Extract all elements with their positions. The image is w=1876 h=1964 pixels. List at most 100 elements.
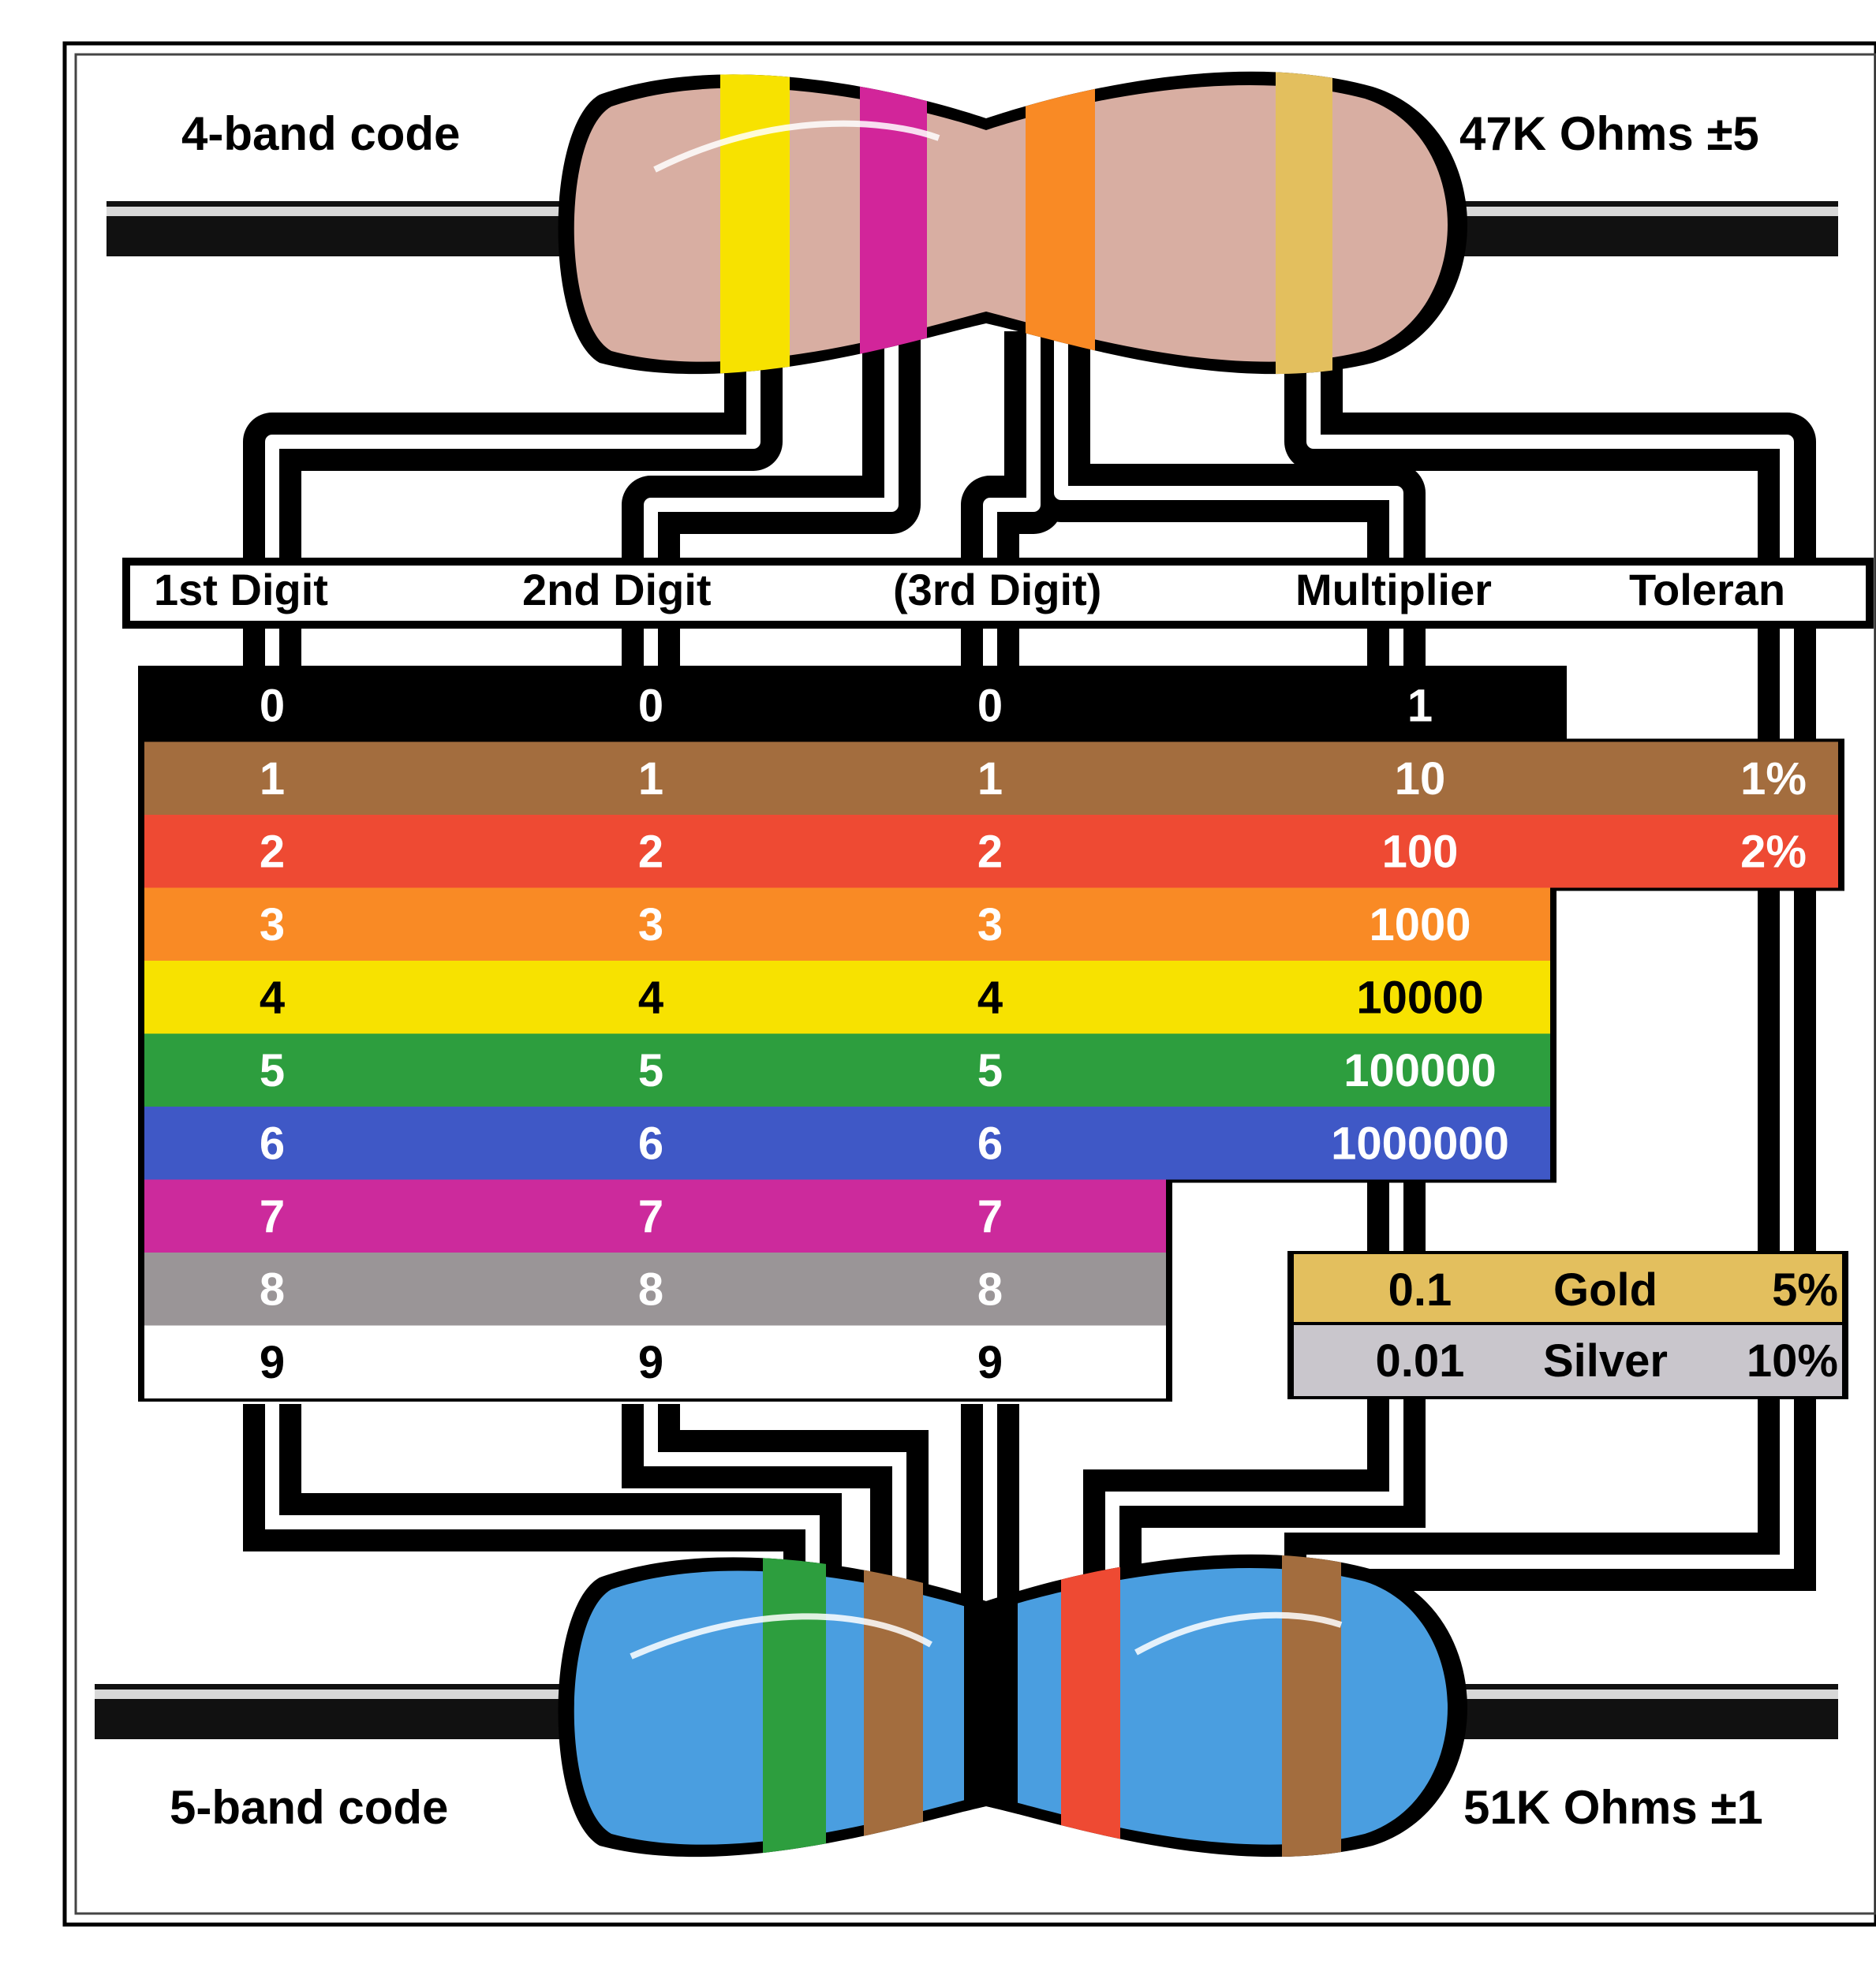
cell-digit1: 3 — [260, 899, 285, 950]
top-resistor-label: 4-band code — [181, 107, 460, 160]
row-band-violet — [144, 1179, 1166, 1253]
bottom-band-5 — [1282, 1554, 1341, 1858]
cell-digit3: 9 — [977, 1337, 1003, 1388]
inner-frame — [74, 53, 1876, 1915]
top-resistor — [558, 71, 1467, 375]
bottom-band-4 — [1061, 1554, 1120, 1858]
header-2nd-digit: 2nd Digit — [522, 565, 712, 614]
row-band-black — [144, 669, 1560, 742]
cell-digit1: 0 — [260, 681, 285, 732]
bottom-resistor-label: 5-band code — [170, 1781, 448, 1834]
special-multiplier: 0.1 — [1388, 1264, 1452, 1316]
special-tolerance: 10% — [1747, 1335, 1838, 1387]
cell-digit3: 8 — [977, 1264, 1003, 1316]
top-band-1 — [720, 71, 790, 375]
header-3rd-digit: (3rd Digit) — [893, 565, 1101, 614]
cell-digit3: 3 — [977, 899, 1003, 950]
cell-multiplier: 1 — [1407, 681, 1433, 732]
special-color-name: Gold — [1553, 1264, 1657, 1316]
cell-digit1: 1 — [260, 753, 285, 805]
cell-digit3: 4 — [977, 973, 1003, 1024]
special-color-name: Silver — [1543, 1335, 1668, 1387]
gold-silver-table: 0.1 Gold 5% 0.01 Silver 10% — [1287, 1251, 1848, 1399]
cell-tolerance: 2% — [1740, 827, 1807, 878]
special-row-silver: 0.01 Silver 10% — [1287, 1322, 1848, 1399]
cell-multiplier: 100000 — [1343, 1045, 1497, 1096]
cell-digit3: 7 — [977, 1191, 1003, 1242]
special-row-band — [1294, 1254, 1842, 1325]
top-leads — [107, 201, 1838, 256]
bottom-band-3 — [964, 1554, 1018, 1858]
row-band-blue — [144, 1107, 1550, 1180]
special-row-gold: 0.1 Gold 5% — [1287, 1251, 1848, 1328]
row-band-red — [144, 815, 1838, 888]
bottom-resistor-value: 51K Ohms ±1 — [1463, 1781, 1763, 1834]
table-row-violet: 7 7 7 — [144, 1179, 1166, 1253]
top-resistor-body — [574, 84, 1448, 362]
top-band-4 — [1276, 71, 1332, 375]
cell-digit1: 8 — [260, 1264, 285, 1316]
bottom-leads — [95, 1684, 1838, 1739]
row-band-green — [144, 1033, 1550, 1107]
cell-digit2: 2 — [638, 827, 663, 878]
table-row-brown: 1 1 1 10 1% — [144, 741, 1838, 815]
cell-digit1: 4 — [260, 973, 285, 1024]
header-bar — [122, 558, 1874, 629]
table-row-red: 2 2 2 100 2% — [144, 815, 1838, 888]
cell-digit1: 7 — [260, 1191, 285, 1242]
row-band-brown — [144, 741, 1838, 815]
bottom-resistor — [558, 1554, 1467, 1858]
cell-digit1: 9 — [260, 1337, 285, 1388]
cell-digit2: 6 — [638, 1118, 663, 1170]
cell-digit2: 1 — [638, 753, 663, 805]
outer-frame — [62, 41, 1876, 1927]
special-tolerance: 5% — [1772, 1264, 1838, 1316]
table-row-yellow: 4 4 4 10000 — [144, 961, 1550, 1034]
row-band-white — [144, 1325, 1166, 1398]
table-row-blue: 6 6 6 1000000 — [144, 1107, 1550, 1180]
cell-digit3: 1 — [977, 753, 1003, 805]
cell-digit3: 5 — [977, 1045, 1003, 1096]
cell-digit2: 7 — [638, 1191, 663, 1242]
cell-digit2: 8 — [638, 1264, 663, 1316]
cell-digit3: 0 — [977, 681, 1003, 732]
cell-multiplier: 1000 — [1369, 899, 1471, 950]
table-row-black: 0 0 0 1 — [144, 669, 1560, 742]
cell-digit2: 5 — [638, 1045, 663, 1096]
header-tolerance: Toleran — [1629, 565, 1785, 614]
top-band-3 — [1026, 71, 1095, 375]
table-row-green: 5 5 5 100000 — [144, 1033, 1550, 1107]
color-code-table: 0 0 0 1 1 1 1 10 1% 2 2 2 100 2% 3 3 3 1000 4 4 4 10000 5 5 5 100… — [138, 666, 1844, 1402]
table-row-white: 9 9 9 — [144, 1325, 1166, 1398]
cell-multiplier: 1000000 — [1331, 1118, 1509, 1170]
cell-digit2: 3 — [638, 899, 663, 950]
header-labels: 1st Digit 2nd Digit (3rd Digit) Multipli… — [154, 565, 1785, 614]
table-row-grey: 8 8 8 — [144, 1253, 1166, 1326]
cell-tolerance: 1% — [1740, 753, 1807, 805]
top-resistor-value: 47K Ohms ±5 — [1459, 107, 1759, 160]
cell-digit1: 5 — [260, 1045, 285, 1096]
top-resistor-highlight — [653, 120, 940, 173]
cell-digit3: 6 — [977, 1118, 1003, 1170]
row-band-orange — [144, 887, 1550, 961]
table-row-orange: 3 3 3 1000 — [144, 887, 1550, 961]
cell-digit3: 2 — [977, 827, 1003, 878]
special-multiplier: 0.01 — [1376, 1335, 1465, 1387]
cell-multiplier: 100 — [1382, 827, 1459, 878]
cell-digit2: 4 — [638, 973, 663, 1024]
cell-digit1: 6 — [260, 1118, 285, 1170]
cell-digit2: 0 — [638, 681, 663, 732]
bottom-band-2 — [864, 1554, 923, 1858]
cell-multiplier: 10000 — [1356, 973, 1483, 1024]
cell-multiplier: 10 — [1395, 753, 1446, 805]
bottom-band-1 — [763, 1554, 826, 1858]
row-band-grey — [144, 1253, 1166, 1326]
cell-digit1: 2 — [260, 827, 285, 878]
row-band-yellow — [144, 961, 1550, 1034]
header-multiplier: Multiplier — [1295, 565, 1492, 614]
bottom-resistor-highlight — [630, 1613, 932, 1660]
cell-digit2: 9 — [638, 1337, 663, 1388]
header-1st-digit: 1st Digit — [154, 565, 328, 614]
special-row-band — [1294, 1325, 1842, 1396]
